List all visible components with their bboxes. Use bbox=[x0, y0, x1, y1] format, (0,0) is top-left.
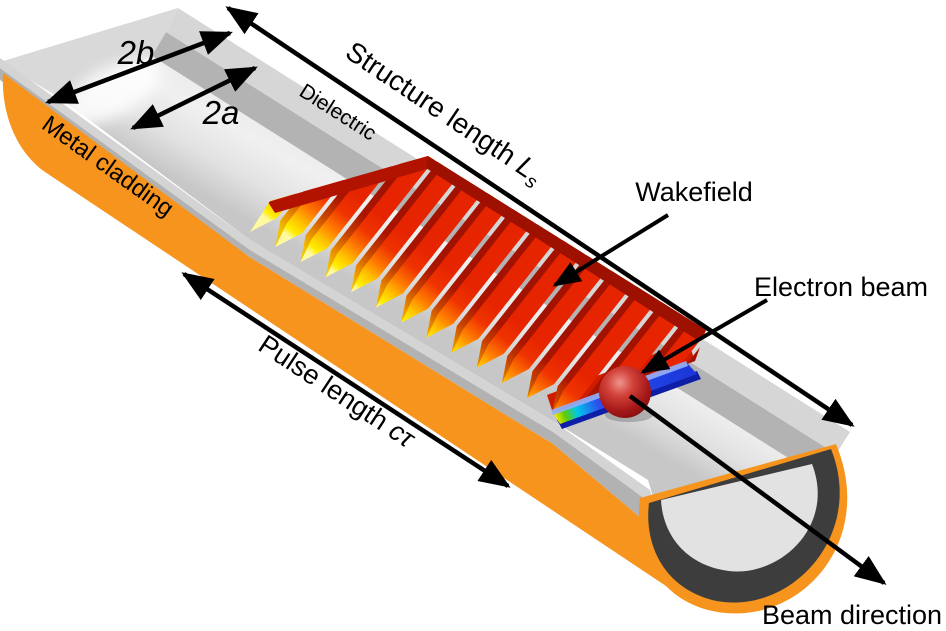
electron-beam-sphere bbox=[599, 366, 651, 418]
label-wakefield: Wakefield bbox=[635, 177, 753, 207]
beam-direction-arrow bbox=[628, 394, 887, 585]
wakefield-pointer-arrow bbox=[552, 213, 670, 287]
label-electron-beam: Electron beam bbox=[754, 272, 928, 302]
label-2b: 2b bbox=[117, 34, 155, 71]
electron-beam-pointer-arrow bbox=[640, 298, 769, 374]
label-2a: 2a bbox=[202, 94, 240, 131]
structure-length-arrow bbox=[225, 6, 855, 427]
2a-arrow bbox=[130, 65, 258, 131]
end-face-bore bbox=[661, 464, 818, 572]
pulse-length-arrow bbox=[181, 272, 511, 488]
label-beam-direction: Beam direction bbox=[762, 600, 942, 630]
annotation-arrows bbox=[45, 6, 887, 585]
